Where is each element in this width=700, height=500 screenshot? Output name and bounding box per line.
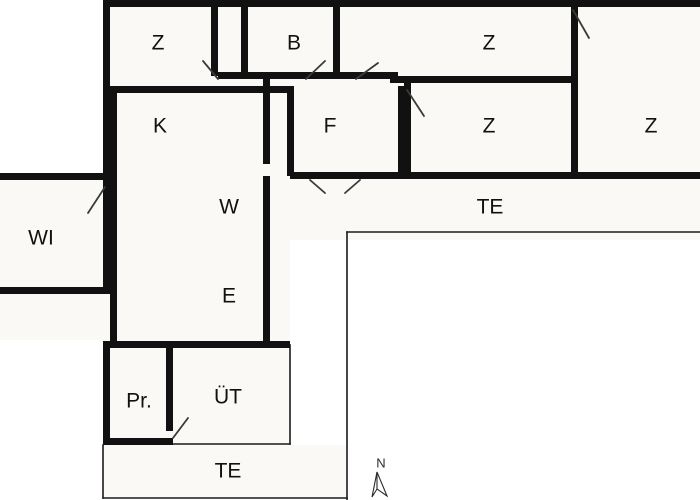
- wall-zmid-left-wall: [404, 76, 411, 176]
- wall-outer-left-wi-bottom: [0, 287, 110, 294]
- wall-wi-right-wall: [103, 173, 110, 294]
- wall-z1-right: [211, 0, 218, 76]
- wall-k-w-top: [110, 86, 290, 93]
- room-fill-lower-rooms: [103, 340, 290, 445]
- wall-outer-left-upper: [103, 0, 110, 176]
- room-fill-te-upper: [290, 176, 700, 240]
- door-z-mid: [406, 89, 425, 117]
- room-label-z-top-mid: Z: [483, 32, 496, 55]
- room-label-w-living: W: [219, 196, 239, 219]
- wall-kw-right-wall-a: [263, 79, 270, 164]
- room-fill-te-lower: [103, 445, 347, 498]
- wall-left-wing-left: [110, 90, 117, 348]
- wall-b-right: [333, 0, 340, 76]
- room-fill-left-wing: [0, 173, 290, 340]
- room-label-ut-utility: ÜT: [214, 386, 242, 409]
- wall-pr-bottom: [103, 438, 173, 445]
- room-label-pr-storage: Pr.: [126, 390, 152, 413]
- door-wi: [87, 186, 106, 214]
- wall-pr-right-wall: [166, 348, 173, 431]
- room-label-wi-winter: WI: [28, 227, 54, 250]
- wall-f-left-wall: [287, 86, 294, 176]
- wall-ut-top: [166, 341, 290, 348]
- room-label-te-terrace-low: TE: [215, 460, 242, 483]
- room-label-b-bath: B: [287, 32, 301, 55]
- north-label: N: [376, 455, 385, 470]
- wall-kw-right-wall-b: [263, 176, 270, 348]
- room-label-f-hall: F: [324, 115, 337, 138]
- north-arrow-tail: [371, 471, 378, 498]
- wall-outer-left-wi: [0, 173, 110, 180]
- door-z-top-mid: [572, 9, 590, 39]
- north-arrow-icon: N: [371, 455, 389, 498]
- wall-z-top-mid-right: [571, 0, 578, 176]
- room-label-e-dining: E: [222, 285, 236, 308]
- door-f-bottom-r: [344, 179, 361, 194]
- wall-te-upper-top: [290, 172, 700, 179]
- wall-upper-right-horiz: [390, 76, 578, 83]
- door-layer: [87, 9, 590, 439]
- wall-z1-b-div: [241, 0, 248, 76]
- thin-line-layer: [102, 231, 700, 500]
- wall-upper-mid-horiz: [218, 72, 398, 79]
- room-label-z-far-right: Z: [645, 115, 658, 138]
- door-f-bottom-l: [309, 179, 326, 194]
- wall-f-right-wall: [398, 86, 405, 176]
- room-label-z-mid-right: Z: [483, 115, 496, 138]
- north-arrow-head: [376, 471, 389, 498]
- room-label-layer: Z B Z K F Z Z WI W E TE Pr. ÜT TE: [28, 32, 657, 483]
- door-ut-pr: [172, 417, 189, 439]
- wall-lower-left-wall: [103, 341, 110, 445]
- room-label-z-top-left: Z: [152, 32, 165, 55]
- wall-layer: [0, 0, 700, 445]
- room-label-te-terrace-up: TE: [477, 196, 504, 219]
- room-label-k-kitchen: K: [153, 115, 167, 138]
- door-b-left: [305, 60, 326, 80]
- wall-outer-top: [103, 0, 700, 7]
- door-b-right: [355, 62, 379, 80]
- door-z1-k: [202, 60, 219, 80]
